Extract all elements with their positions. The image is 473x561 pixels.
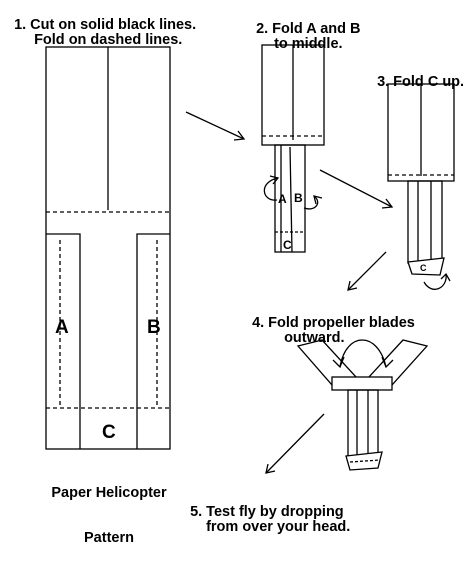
pattern-label-a: A — [55, 317, 69, 338]
arrow-to-step5 — [265, 413, 325, 474]
step4-weight — [345, 451, 383, 471]
step3-fold-arrow — [423, 273, 447, 290]
step2-fold-arrow-right — [303, 195, 319, 210]
step3-line: 3. Fold C up. — [377, 74, 465, 90]
step4-outward-arrow — [339, 339, 387, 368]
step2-figure — [261, 44, 325, 253]
step3-heading: 3. Fold C up. — [369, 60, 464, 90]
step3-body — [407, 180, 443, 264]
step4-hub — [331, 376, 393, 391]
step2-line2: to middle. — [274, 36, 343, 52]
step2-line1: 2. Fold A and B — [256, 21, 361, 37]
step4-line2: outward. — [284, 330, 345, 346]
pattern-caption-line1: Paper Helicopter — [51, 485, 167, 501]
step4-subheading: outward. — [276, 316, 344, 346]
step1-heading: 1. Cut on solid black lines. — [6, 3, 196, 33]
step5-heading: 5. Test fly by dropping — [182, 490, 344, 520]
diagram-canvas — [45, 44, 455, 474]
step3-figure — [387, 83, 455, 290]
step2-label-a: A — [278, 192, 287, 206]
pattern-left-cut — [46, 233, 81, 449]
step2-subheading: to middle. — [266, 22, 343, 52]
step4-heading: 4. Fold propeller blades — [244, 301, 415, 331]
step3-label-c: C — [420, 263, 427, 273]
step5-line1: 5. Test fly by dropping — [190, 504, 344, 520]
step5-line2: from over your head. — [206, 519, 351, 535]
step4-figure — [296, 339, 429, 471]
step3-folded-c — [407, 257, 445, 276]
step1-line2: Fold on dashed lines. — [34, 32, 183, 48]
pattern-caption: Paper Helicopter Pattern — [36, 456, 182, 561]
arrow-to-step4 — [347, 251, 387, 291]
step2-folded-flaps — [280, 145, 293, 253]
pattern-right-cut — [136, 233, 170, 449]
helicopter-pattern — [45, 46, 171, 450]
pattern-label-c: C — [102, 422, 116, 443]
step1-line1: 1. Cut on solid black lines. — [14, 17, 197, 33]
arrow-to-step3 — [319, 169, 394, 209]
step5-subheading: from over your head. — [198, 505, 350, 535]
step4-line1: 4. Fold propeller blades — [252, 315, 415, 331]
pattern-caption-line2: Pattern — [84, 530, 134, 546]
step2-label-b: B — [294, 191, 303, 205]
step1-subheading: Fold on dashed lines. — [26, 18, 182, 48]
arrow-to-step2 — [185, 111, 246, 141]
step2-heading: 2. Fold A and B — [248, 7, 361, 37]
step4-body — [347, 389, 379, 457]
step2-body — [274, 144, 306, 253]
step2-label-c: C — [283, 238, 292, 252]
pattern-label-b: B — [147, 317, 161, 338]
step2-fold-arrow-left — [263, 177, 279, 201]
